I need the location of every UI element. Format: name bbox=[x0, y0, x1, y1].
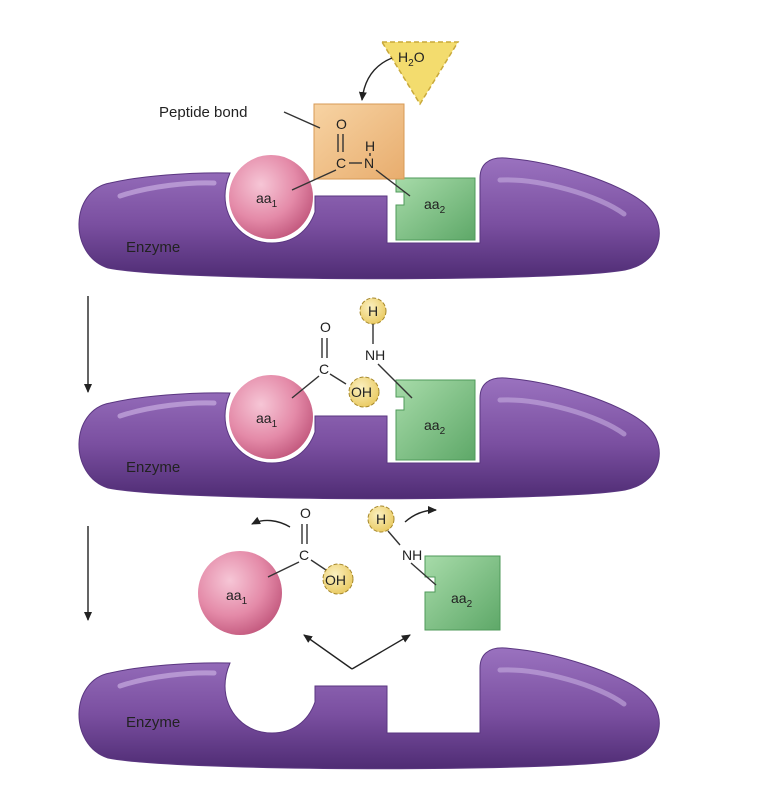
water-formula: H2O bbox=[398, 49, 425, 69]
aa1-label-1: aa1 bbox=[256, 190, 278, 210]
water-attack-arrow bbox=[358, 57, 393, 101]
amino-acid-2-block-1 bbox=[395, 177, 476, 241]
amino-acid-2-block-2 bbox=[395, 379, 476, 461]
amino-acid-2-block-3 bbox=[424, 555, 501, 631]
aa2-label-1: aa2 bbox=[424, 196, 446, 216]
carbon-atom-2: C bbox=[319, 361, 329, 377]
hydroxyl-2: OH bbox=[351, 384, 372, 400]
enzyme-label-3: Enzyme bbox=[126, 714, 180, 731]
amine-nh-2: NH bbox=[365, 347, 385, 363]
enzyme-release-arrow-left bbox=[303, 634, 353, 670]
amine-nh-3: NH bbox=[402, 547, 422, 563]
amino-acid-1-sphere-3 bbox=[198, 551, 282, 635]
enzyme-release-arrow-right bbox=[351, 634, 411, 670]
carbonyl-oxygen-1: O bbox=[336, 116, 347, 132]
empty-aa2-pocket bbox=[388, 684, 479, 732]
enzyme-label-2: Enzyme bbox=[126, 459, 180, 476]
carbon-atom-3: C bbox=[299, 547, 309, 563]
hydrogen-atom-3: H bbox=[376, 511, 386, 527]
carbonyl-oxygen-3: O bbox=[300, 505, 311, 521]
aa2-release-arrow bbox=[404, 506, 437, 523]
panel-2-hydrolysis: Enzyme aa1 aa2 O C OH H NH bbox=[79, 297, 659, 499]
enzyme-label-1: Enzyme bbox=[126, 239, 180, 256]
carbonyl-oxygen-2: O bbox=[320, 319, 331, 335]
nitrogen-atom-1: N bbox=[364, 155, 374, 171]
aa1-label-2: aa1 bbox=[256, 410, 278, 430]
amino-acid-1-sphere-2 bbox=[229, 375, 313, 459]
amino-acid-1-sphere-1 bbox=[229, 155, 313, 239]
amide-hydrogen-1: H bbox=[365, 138, 375, 154]
hydroxyl-3: OH bbox=[325, 572, 346, 588]
aa2-label-2: aa2 bbox=[424, 417, 446, 437]
carbon-atom-1: C bbox=[336, 155, 346, 171]
oh-group-circle-3 bbox=[322, 563, 354, 595]
hydrogen-circle-3 bbox=[367, 505, 395, 533]
peptide-bond-box bbox=[313, 103, 405, 180]
oh-group-circle-2 bbox=[348, 376, 380, 408]
aa2-label-3: aa2 bbox=[451, 590, 473, 610]
aa1-label-3: aa1 bbox=[226, 587, 248, 607]
water-molecule bbox=[380, 41, 460, 106]
peptide-bond-label: Peptide bond bbox=[159, 104, 247, 121]
panel-3-products-released: Enzyme aa1 O C OH aa2 H NH bbox=[79, 505, 659, 769]
hydrogen-atom-2: H bbox=[368, 303, 378, 319]
peptide-bond-leader bbox=[283, 111, 321, 129]
panel-1-bound-dipeptide: Enzyme aa1 aa2 O C N H Peptide bond H2O bbox=[79, 41, 659, 279]
aa1-release-arrow bbox=[251, 516, 291, 528]
